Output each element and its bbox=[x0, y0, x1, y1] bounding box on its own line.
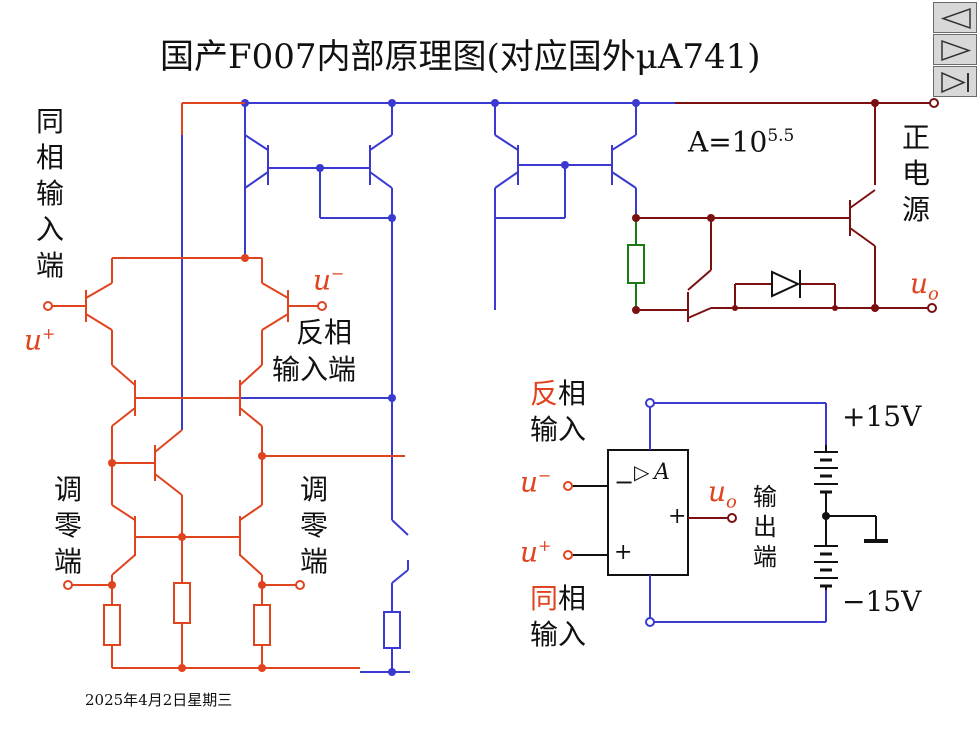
noninv-char-5: 端 bbox=[35, 249, 64, 282]
u-o-u: u bbox=[910, 267, 929, 300]
noninv-char-2: 相 bbox=[35, 141, 64, 174]
u-o-label: uo bbox=[910, 270, 939, 304]
null-left-char-1: 调 bbox=[53, 473, 82, 506]
gain-exponent: 5.5 bbox=[767, 126, 795, 146]
opamp-terminals bbox=[563, 398, 737, 627]
symbol-u-minus-sup: − bbox=[538, 466, 552, 485]
symbol-noninv-a: 同 bbox=[530, 582, 559, 615]
null-right-char-2: 零 bbox=[299, 509, 328, 542]
last-slide-button[interactable] bbox=[933, 66, 977, 97]
symbol-u-o-sub: o bbox=[726, 491, 737, 513]
box-triangle: ▷ bbox=[634, 460, 650, 484]
null-left-char-3: 端 bbox=[53, 545, 82, 578]
symbol-noninv-input-label-2: 输入 bbox=[530, 618, 587, 651]
noninv-char-3: 输 bbox=[35, 177, 64, 210]
box-minus: − bbox=[614, 468, 635, 496]
symbol-inv-input-label-2: 输入 bbox=[530, 413, 587, 446]
symbol-u-o-u: u bbox=[708, 475, 727, 508]
noninv-char-4: 入 bbox=[35, 213, 64, 246]
u-minus-u: u bbox=[313, 263, 332, 297]
symbol-inv-b: 相 bbox=[558, 377, 587, 410]
last-slide-icon bbox=[941, 71, 969, 94]
gain-label: A=105.5 bbox=[688, 128, 794, 156]
symbol-u-minus: u− bbox=[520, 468, 551, 496]
output-end-char-1: 输 bbox=[753, 483, 777, 511]
pos-supply-char-1: 正 bbox=[901, 121, 930, 154]
output-end-char-2: 出 bbox=[753, 513, 777, 541]
null-left-label: 调 零 端 bbox=[48, 472, 88, 580]
green-resistor bbox=[627, 218, 645, 310]
null-right-label: 调 零 端 bbox=[294, 472, 334, 580]
box-plus-out: + bbox=[668, 504, 687, 529]
v-pos-label: +15V bbox=[842, 400, 922, 433]
pos-supply-char-2: 电 bbox=[901, 157, 930, 190]
inv-input-label-1: 反相 bbox=[296, 316, 353, 349]
symbol-u-minus-u: u bbox=[520, 465, 539, 499]
output-end-label: 输 出 端 bbox=[750, 482, 780, 572]
red-nodes bbox=[108, 254, 266, 672]
battery-midpoint bbox=[822, 512, 830, 520]
symbol-u-o: uo bbox=[708, 478, 737, 512]
output-stage-nodes bbox=[632, 99, 879, 314]
pos-supply-char-3: 源 bbox=[901, 193, 930, 226]
v-neg-label: −15V bbox=[842, 585, 922, 618]
inv-input-label-2: 输入端 bbox=[272, 353, 357, 386]
next-slide-button[interactable] bbox=[933, 34, 977, 65]
u-plus-label: u+ bbox=[24, 326, 55, 354]
output-stage bbox=[636, 102, 932, 322]
next-arrow-icon bbox=[941, 39, 972, 62]
prev-slide-button[interactable] bbox=[933, 2, 977, 33]
opamp-wiring bbox=[649, 402, 827, 623]
symbol-noninv-b: 相 bbox=[558, 582, 587, 615]
symbol-u-plus-u: u bbox=[520, 535, 539, 569]
page-title: 国产F007内部原理图(对应国外μA741) bbox=[160, 37, 761, 77]
blue-nodes bbox=[241, 99, 640, 676]
u-minus-label: u− bbox=[313, 266, 344, 294]
symbol-inv-a: 反 bbox=[530, 377, 559, 410]
null-right-char-1: 调 bbox=[299, 473, 328, 506]
symbol-inv-input-label: 反相 bbox=[530, 380, 586, 408]
box-plus-in: + bbox=[614, 540, 633, 565]
date-footer: 2025年4月2日星期三 bbox=[85, 691, 233, 709]
symbol-noninv-input-label: 同相 bbox=[530, 585, 586, 613]
u-minus-sup: − bbox=[331, 264, 345, 283]
opamp-symbol bbox=[607, 449, 689, 576]
red-network bbox=[48, 102, 405, 669]
symbol-u-plus-sup: + bbox=[538, 536, 552, 555]
null-right-char-3: 端 bbox=[299, 545, 328, 578]
u-plus-sup: + bbox=[42, 324, 56, 343]
output-end-char-3: 端 bbox=[753, 543, 777, 571]
u-o-sub: o bbox=[928, 283, 939, 305]
output-terminals bbox=[927, 98, 939, 313]
noninv-input-label: 同 相 输 入 端 bbox=[30, 104, 70, 284]
red-terminals bbox=[43, 301, 327, 590]
null-left-char-2: 零 bbox=[53, 509, 82, 542]
pos-supply-label: 正 电 源 bbox=[896, 120, 936, 228]
opamp-input-wires bbox=[572, 485, 608, 556]
u-plus-u: u bbox=[24, 323, 43, 357]
prev-arrow-icon bbox=[940, 7, 971, 30]
blue-network bbox=[181, 102, 675, 673]
gain-prefix: A=10 bbox=[688, 125, 768, 159]
noninv-char-1: 同 bbox=[35, 105, 64, 138]
diode bbox=[771, 270, 801, 298]
box-gain-A: A bbox=[654, 460, 670, 485]
symbol-u-plus: u+ bbox=[520, 538, 551, 566]
